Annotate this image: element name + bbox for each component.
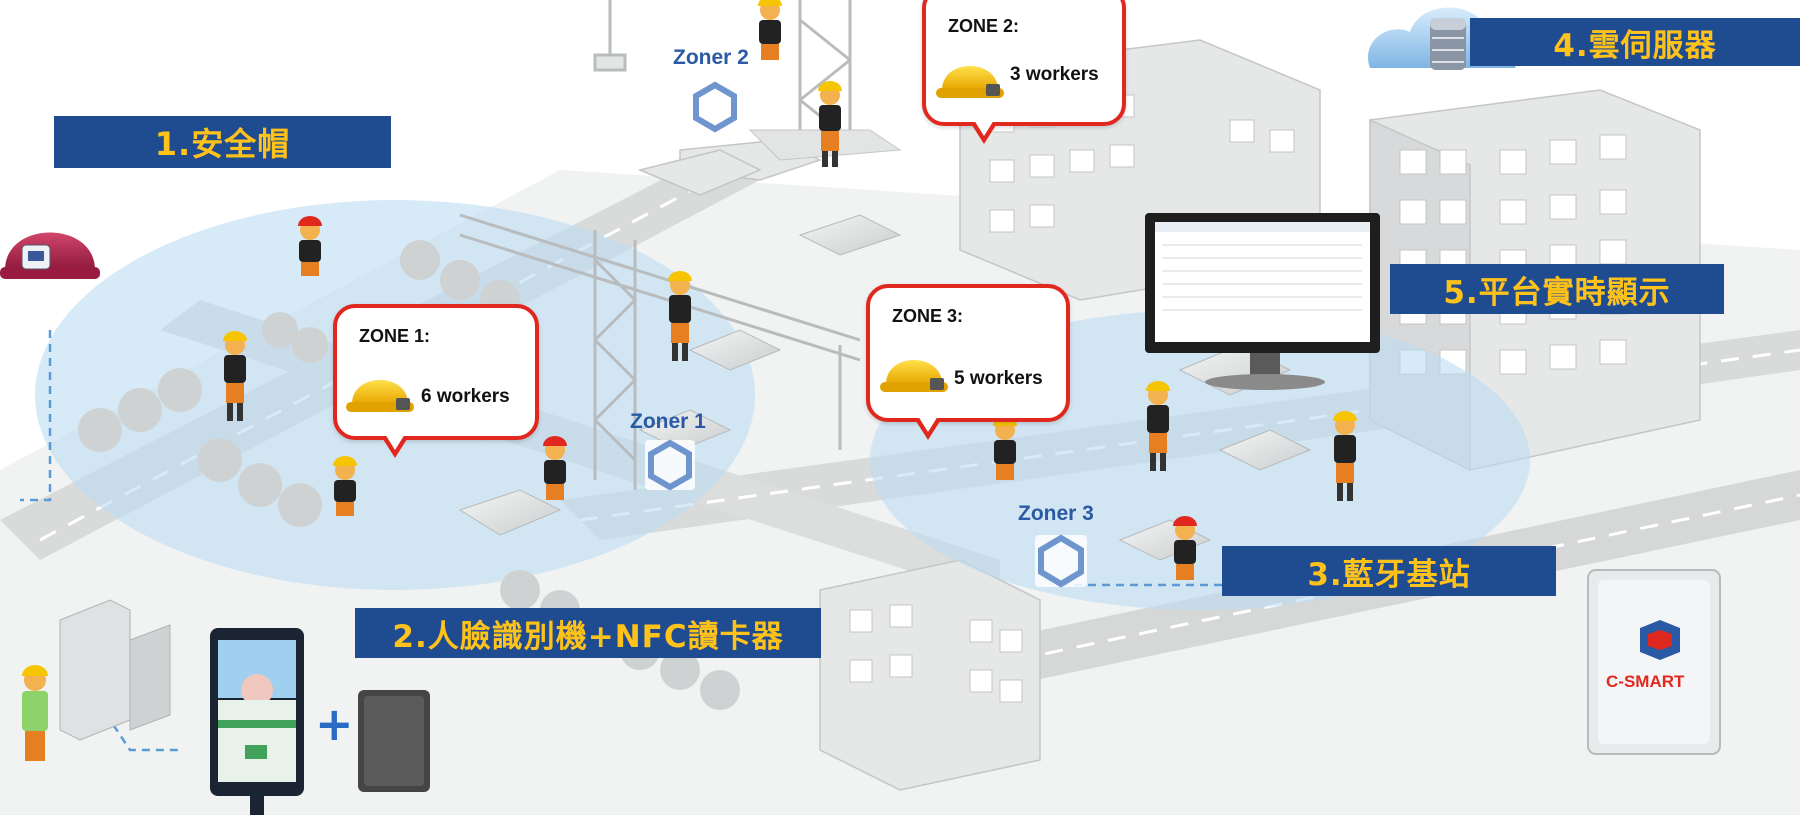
banner-cloud: 4.雲伺服器 <box>1470 18 1800 66</box>
workers <box>22 0 1357 761</box>
c-smart-controller-box <box>1587 569 1721 755</box>
worker-icon <box>298 216 322 276</box>
worker-icon <box>993 416 1017 480</box>
c-smart-logo-icon <box>1640 620 1680 660</box>
zone-3-title: ZONE 3: <box>892 306 964 326</box>
zone-1-title: ZONE 1: <box>359 326 431 346</box>
zone-2-callout: ZONE 2: 3 workers <box>922 0 1126 144</box>
zoner-2-label: Zoner 2 <box>673 46 749 69</box>
banner-face-nfc: 2.人臉識別機+NFC讀卡器 <box>355 608 821 658</box>
beacon-hexagon-icon <box>690 80 740 133</box>
monitor-icon <box>1145 213 1380 390</box>
worker-icon <box>668 271 692 361</box>
worker-icon <box>223 331 247 421</box>
worker-icon <box>1173 516 1197 580</box>
zone-3-callout: ZONE 3: 5 workers <box>866 284 1070 440</box>
c-smart-logo-text: C-SMART <box>1606 672 1685 691</box>
worker-icon <box>1146 381 1170 471</box>
crane-icon <box>459 213 861 490</box>
server-icon <box>1430 18 1466 70</box>
worker-icon <box>758 0 782 60</box>
nfc-card-reader-icon <box>358 690 430 792</box>
worker-icon <box>22 665 48 761</box>
banner-helmet: 1.安全帽 <box>54 116 391 168</box>
zone-2-count: 3 workers <box>1010 64 1099 85</box>
face-recognition-terminal-icon <box>210 628 304 815</box>
plus-symbol: + <box>315 697 354 751</box>
worker-icon <box>1333 411 1357 501</box>
helmet-icon <box>0 232 100 279</box>
zoner-3-label: Zoner 3 <box>1018 502 1094 525</box>
worker-icon <box>818 81 842 167</box>
zone-1-count: 6 workers <box>421 386 510 407</box>
beacon-hexagon-icon <box>1035 534 1087 588</box>
beacon-hexagon-icon <box>645 439 695 491</box>
worker-icon <box>333 456 357 516</box>
zoner-1-label: Zoner 1 <box>630 410 706 433</box>
banner-platform: 5.平台實時顯示 <box>1390 264 1724 314</box>
zone-2-title: ZONE 2: <box>948 16 1020 36</box>
connection-lines <box>20 330 1230 752</box>
banner-bluetooth: 3.藍牙基站 <box>1222 546 1556 596</box>
worker-icon <box>543 436 567 500</box>
zone-3-count: 5 workers <box>954 368 1043 389</box>
turnstile-icon <box>59 599 171 741</box>
zone-1-callout: ZONE 1: 6 workers <box>333 304 539 458</box>
